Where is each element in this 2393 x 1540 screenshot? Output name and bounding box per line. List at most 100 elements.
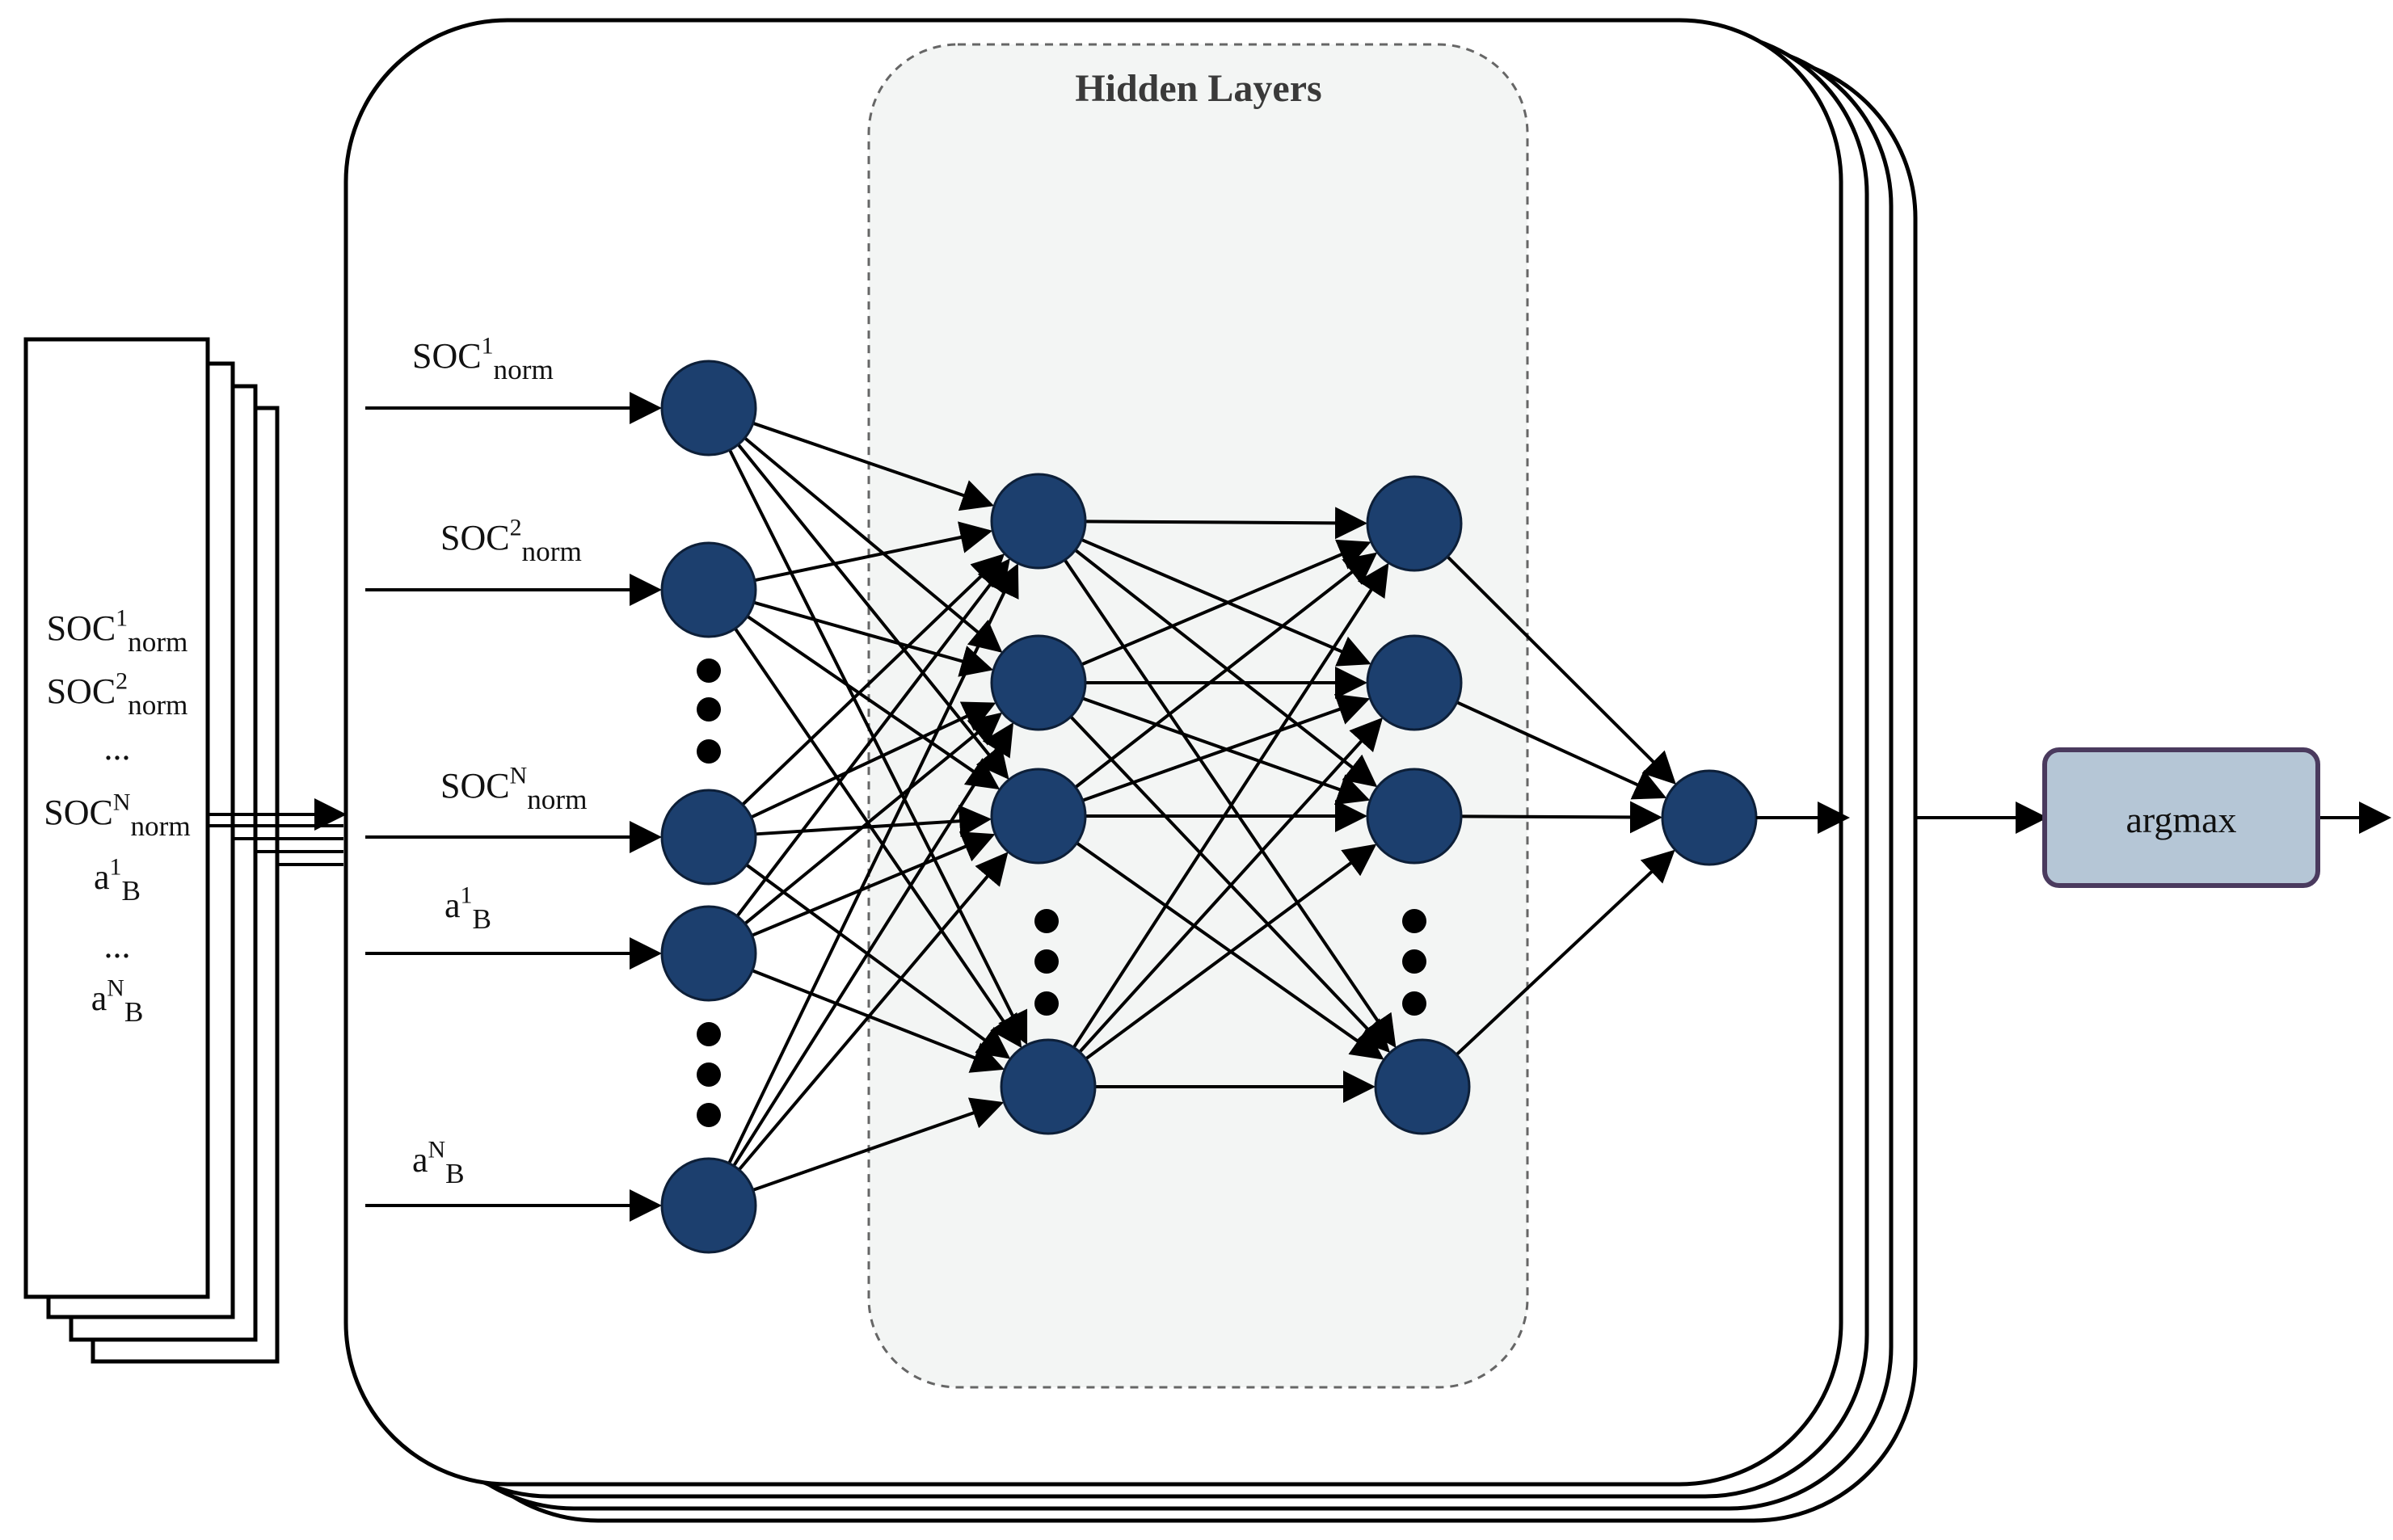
argmax-label: argmax — [2125, 799, 2236, 840]
connection-edge — [750, 701, 996, 819]
input-node-4 — [660, 905, 757, 1002]
stack-line-1-superscript: 1 — [116, 604, 128, 631]
stack-line-7-superscript: N — [107, 974, 124, 1001]
hidden2-node-3 — [1366, 768, 1463, 865]
ellipsis-dot — [1402, 991, 1426, 1016]
input-label-2: SOC2norm — [440, 514, 582, 567]
stack-line-5-superscript: 1 — [110, 853, 122, 880]
stack-line-2-base: SOC — [47, 671, 116, 711]
input-label-4-subscript: B — [472, 903, 491, 935]
connection-edge — [1446, 555, 1676, 785]
stack-line-4-subscript: norm — [130, 810, 190, 842]
input-node-3 — [660, 789, 757, 886]
input-label-3-subscript: norm — [527, 784, 587, 815]
connection-edge — [752, 969, 1005, 1073]
input-node-2 — [660, 541, 757, 638]
stack-line-7: aNB — [91, 974, 144, 1028]
connection-edge — [732, 722, 1014, 1168]
output-node — [1661, 769, 1758, 866]
input-label-4-superscript: 1 — [461, 882, 473, 908]
hidden1-node-2 — [990, 634, 1087, 731]
connection-edge — [1456, 701, 1667, 800]
stack-line-1: SOC1norm — [47, 604, 188, 658]
stack-line-6: ... — [104, 926, 131, 966]
input-sheet-front — [23, 337, 210, 1299]
input-label-2-subscript: norm — [522, 536, 582, 567]
ellipsis-dot — [697, 697, 721, 722]
stack-line-5: a1B — [94, 853, 141, 907]
stack-line-3-base: ... — [104, 728, 131, 768]
hidden2-node-4 — [1374, 1038, 1471, 1135]
input-label-3-base: SOC — [440, 766, 510, 806]
connection-edge — [735, 558, 1010, 918]
hidden1-node-1 — [990, 473, 1087, 570]
stack-line-4-superscript: N — [113, 789, 131, 815]
ellipsis-dot — [1402, 949, 1426, 974]
input-label-3-superscript: N — [510, 762, 528, 789]
input-label-1-subscript: norm — [494, 354, 554, 385]
connection-edge — [752, 421, 995, 511]
input-node-5 — [660, 1157, 757, 1254]
connection-edge — [1076, 841, 1384, 1060]
stack-line-2: SOC2norm — [47, 667, 188, 721]
network-nodes — [660, 360, 1758, 1254]
input-label-4: a1B — [444, 882, 491, 935]
connection-edge — [745, 863, 1011, 1059]
input-label-3: SOCNnorm — [440, 762, 587, 815]
input-arrows — [365, 392, 662, 1222]
stack-line-1-subscript: norm — [128, 626, 187, 658]
ellipsis-dot — [697, 1022, 721, 1046]
stack-line-7-base: a — [91, 978, 107, 1018]
stack-line-5-base: a — [94, 857, 110, 897]
input-label-5-subscript: B — [445, 1158, 464, 1189]
connection-edge — [1081, 539, 1371, 667]
input-label-1-base: SOC — [412, 336, 482, 376]
connection-edge — [753, 600, 994, 677]
connection-edge — [1081, 538, 1371, 667]
input-label-5-base: a — [412, 1140, 428, 1180]
input-label-5: aNB — [412, 1136, 465, 1189]
input-feed-arrows — [208, 798, 347, 866]
connection-edge — [1074, 552, 1378, 789]
hidden2-node-2 — [1366, 634, 1463, 731]
stack-line-6-base: ... — [104, 926, 131, 966]
argmax-box — [2042, 747, 2320, 888]
input-label-5-superscript: N — [428, 1136, 446, 1163]
stack-line-2-subscript: norm — [128, 689, 187, 721]
network-connections — [727, 421, 1676, 1192]
input-node-1 — [660, 360, 757, 457]
connection-edge — [741, 553, 1005, 806]
hidden1-node-3 — [990, 768, 1087, 865]
input-label-1: SOC1norm — [412, 332, 554, 385]
ellipsis-dot — [697, 658, 721, 683]
ellipsis-dot — [1034, 909, 1059, 933]
connection-edge — [1074, 549, 1378, 788]
hidden-layers-title: Hidden Layers — [1075, 67, 1321, 110]
connection-edge — [734, 627, 1022, 1049]
input-label-2-base: SOC — [440, 518, 510, 558]
hidden2-node-1 — [1366, 475, 1463, 572]
ellipsis-dot — [1034, 949, 1059, 974]
connection-edge — [1455, 849, 1675, 1056]
connection-edge — [727, 563, 1019, 1164]
input-label-1-superscript: 1 — [482, 332, 494, 359]
ellipsis-dot — [1402, 909, 1426, 933]
connection-edge — [744, 436, 1003, 653]
ellipsis-dots — [697, 658, 1426, 1127]
stack-line-7-subscript: B — [124, 996, 143, 1028]
connection-edge — [1063, 558, 1397, 1049]
connection-edge — [1078, 717, 1384, 1054]
connection-edge — [744, 712, 1003, 925]
stack-line-3: ... — [104, 728, 131, 768]
stack-line-2-superscript: 2 — [116, 667, 128, 694]
connection-edge — [746, 615, 1001, 790]
connection-edge — [1069, 715, 1391, 1053]
hidden1-node-4 — [1000, 1038, 1097, 1135]
input-label-4-base: a — [444, 886, 461, 925]
ellipsis-dot — [697, 739, 721, 764]
ellipsis-dot — [1034, 991, 1059, 1016]
connection-edge — [737, 852, 1009, 1172]
